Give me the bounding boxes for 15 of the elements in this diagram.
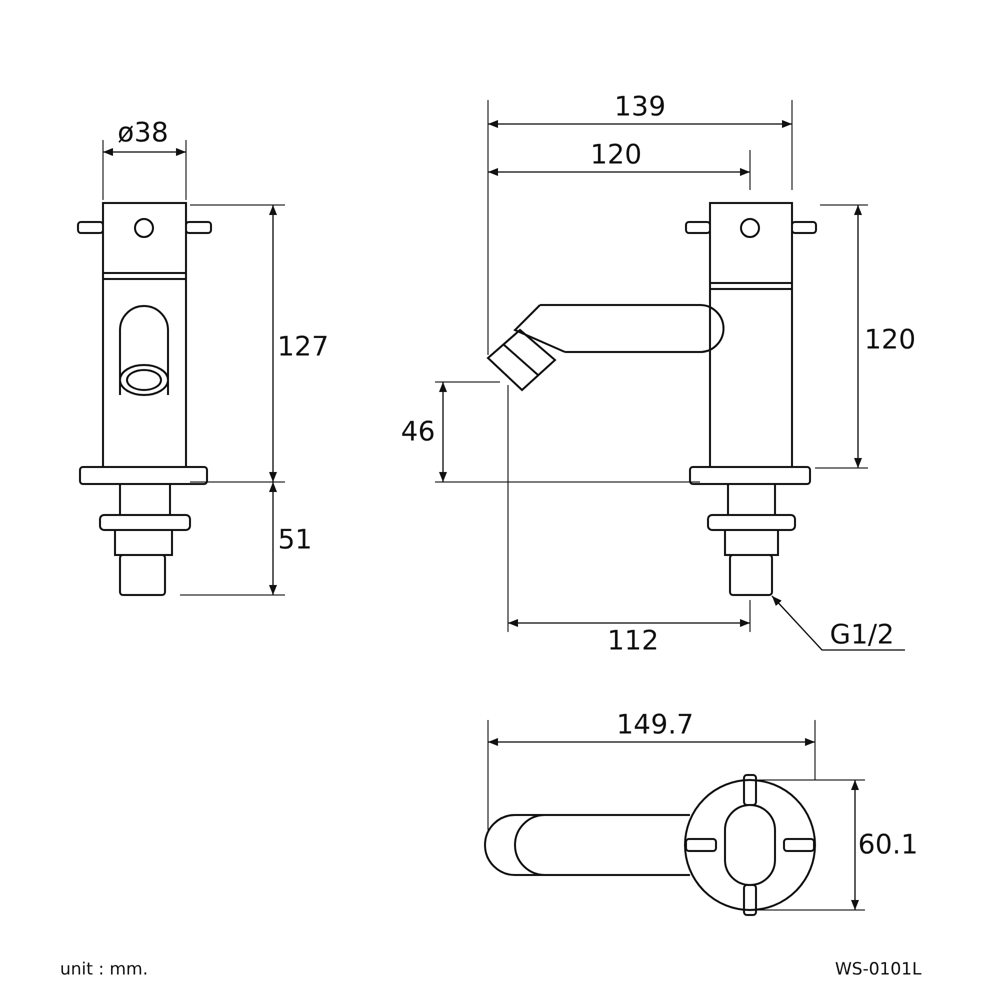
unit-note: unit : mm. (60, 962, 148, 978)
dimension-label: 127 (277, 334, 329, 360)
thread-size-label: G1/2 (830, 622, 894, 648)
model-number: WS-0101L (835, 962, 922, 978)
dimension-label: 51 (278, 526, 312, 554)
dimension-label: 112 (607, 628, 659, 654)
dimension-label: 60.1 (858, 832, 918, 858)
dimension-label: 120 (864, 326, 916, 354)
dimension-label: 149.7 (616, 712, 694, 738)
dimension-label: 120 (590, 142, 642, 168)
threaded-pipe (729, 554, 773, 596)
dimension-label: 46 (400, 418, 436, 446)
dimension-label: 139 (614, 94, 666, 120)
dimension-label: ø38 (118, 120, 168, 146)
leader-line (772, 596, 905, 651)
